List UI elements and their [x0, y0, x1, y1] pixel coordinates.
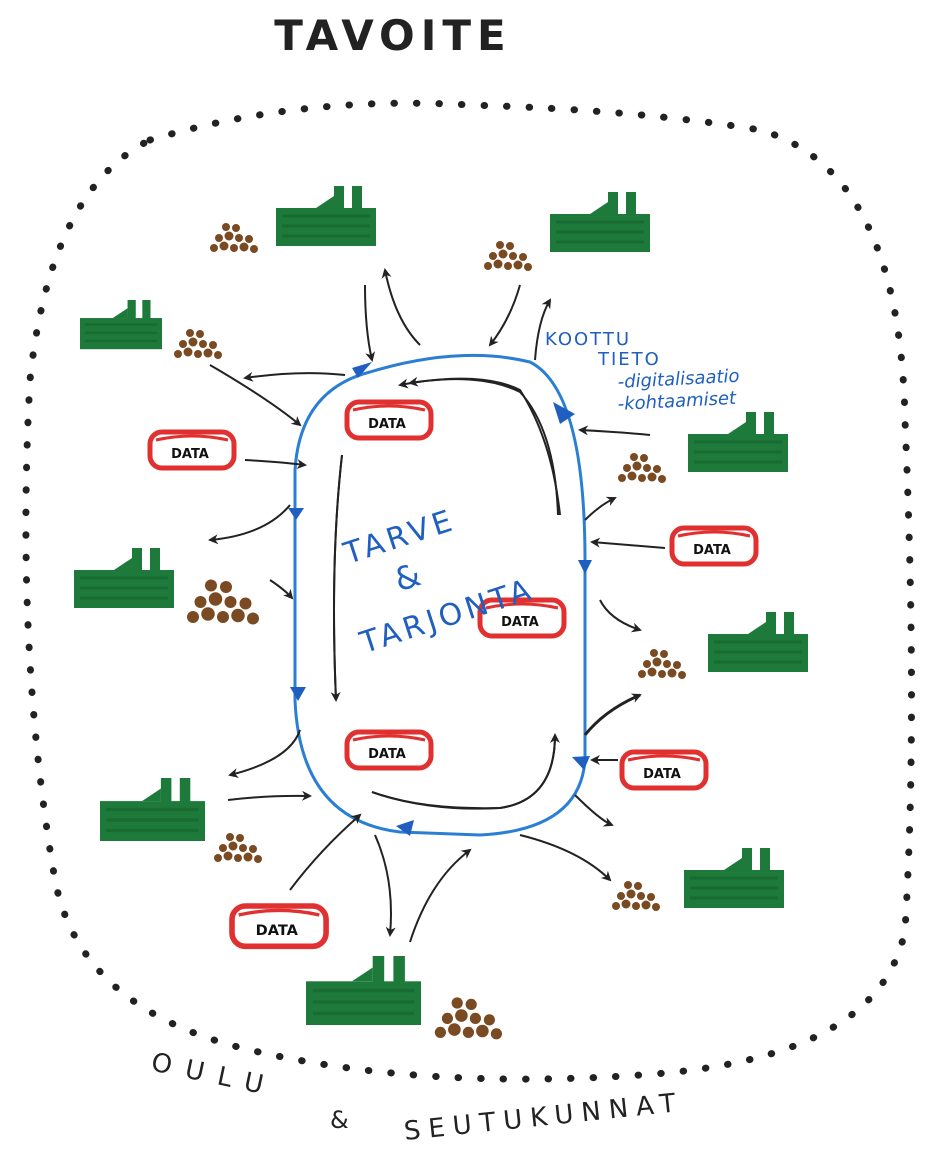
inner-flow-arrow [371, 733, 560, 810]
arrow [243, 371, 346, 382]
arrow [583, 693, 642, 736]
note: KOOTTU TIETO -digitalisaatio -kohtaamise… [545, 329, 740, 415]
data-box-label: DATA [256, 922, 299, 939]
region-line-3: SEUTUKUNNAT [403, 1088, 685, 1147]
loop-arrow-icon [288, 508, 304, 520]
region-label: OULU & SEUTUKUNNAT [149, 1048, 685, 1147]
loop-arrow-icon [290, 687, 306, 701]
material-pile-icon [638, 649, 686, 679]
material-pile-icon [214, 833, 262, 863]
arrow [227, 790, 312, 801]
loop-arrow-icon [553, 402, 575, 424]
factory-icon [686, 410, 790, 474]
material-pile-icon [210, 223, 258, 253]
arrow [381, 268, 421, 346]
factory-icon [706, 610, 810, 674]
data-box-label: DATA [501, 615, 539, 630]
data-box-label: DATA [368, 417, 406, 432]
loop-arrow-icon [578, 560, 592, 574]
material-pile-icon [174, 329, 222, 359]
arrow [488, 284, 521, 347]
data-box-icon: DATA [622, 752, 706, 788]
data-box-label: DATA [368, 747, 406, 762]
title: TAVOITE [274, 11, 511, 60]
material-pile-icon [612, 881, 660, 911]
factory-icon [78, 298, 164, 351]
loop-arrow-icon [352, 362, 372, 378]
arrow [409, 848, 472, 943]
arrow [574, 794, 614, 827]
arrow [519, 834, 612, 882]
material-pile-icon [434, 997, 502, 1040]
arrow [590, 537, 666, 549]
note-line-1: KOOTTU [545, 329, 631, 350]
data-box-icon: DATA [232, 906, 326, 946]
factory-icon [682, 846, 786, 910]
arrow [599, 599, 642, 633]
arrow [228, 729, 301, 778]
data-box-icon: DATA [480, 600, 564, 636]
inner-flow-arrow [408, 376, 559, 516]
data-box-label: DATA [171, 447, 209, 462]
note-line-2: TIETO [597, 349, 661, 370]
arrow [269, 579, 294, 600]
arrow [578, 425, 651, 436]
arrow [534, 298, 552, 361]
arrow [584, 496, 617, 521]
loop-arrow-icon [572, 756, 590, 770]
demand-supply-loop [293, 353, 587, 837]
factory-icon [274, 184, 378, 248]
region-boundary [22, 99, 915, 1083]
arrow [244, 459, 307, 470]
arrow [208, 504, 291, 545]
center-line-2: & [390, 555, 425, 599]
factory-icon [98, 776, 207, 843]
arrow [374, 834, 396, 937]
region-line-2: & [330, 1106, 349, 1134]
data-box-icon: DATA [672, 528, 756, 564]
inner-flow-arrow [330, 454, 343, 702]
data-box-icon: DATA [347, 732, 431, 768]
region-line-1: OULU [149, 1048, 280, 1104]
arrow [209, 364, 302, 427]
loop-arrow-icon [396, 820, 414, 836]
material-pile-icon [484, 241, 532, 271]
data-box-icon: DATA [347, 402, 431, 438]
material-pile-icon [618, 453, 666, 483]
factory-icon [304, 954, 423, 1027]
data-box-icon: DATA [150, 432, 234, 468]
arrow [289, 813, 362, 891]
factory-icon [72, 546, 176, 610]
flow-arrows [208, 268, 666, 943]
factory-icon [548, 190, 652, 254]
data-box-label: DATA [643, 767, 681, 782]
material-pile-icon [187, 579, 259, 625]
arrow [364, 284, 376, 362]
data-box-label: DATA [693, 543, 731, 558]
